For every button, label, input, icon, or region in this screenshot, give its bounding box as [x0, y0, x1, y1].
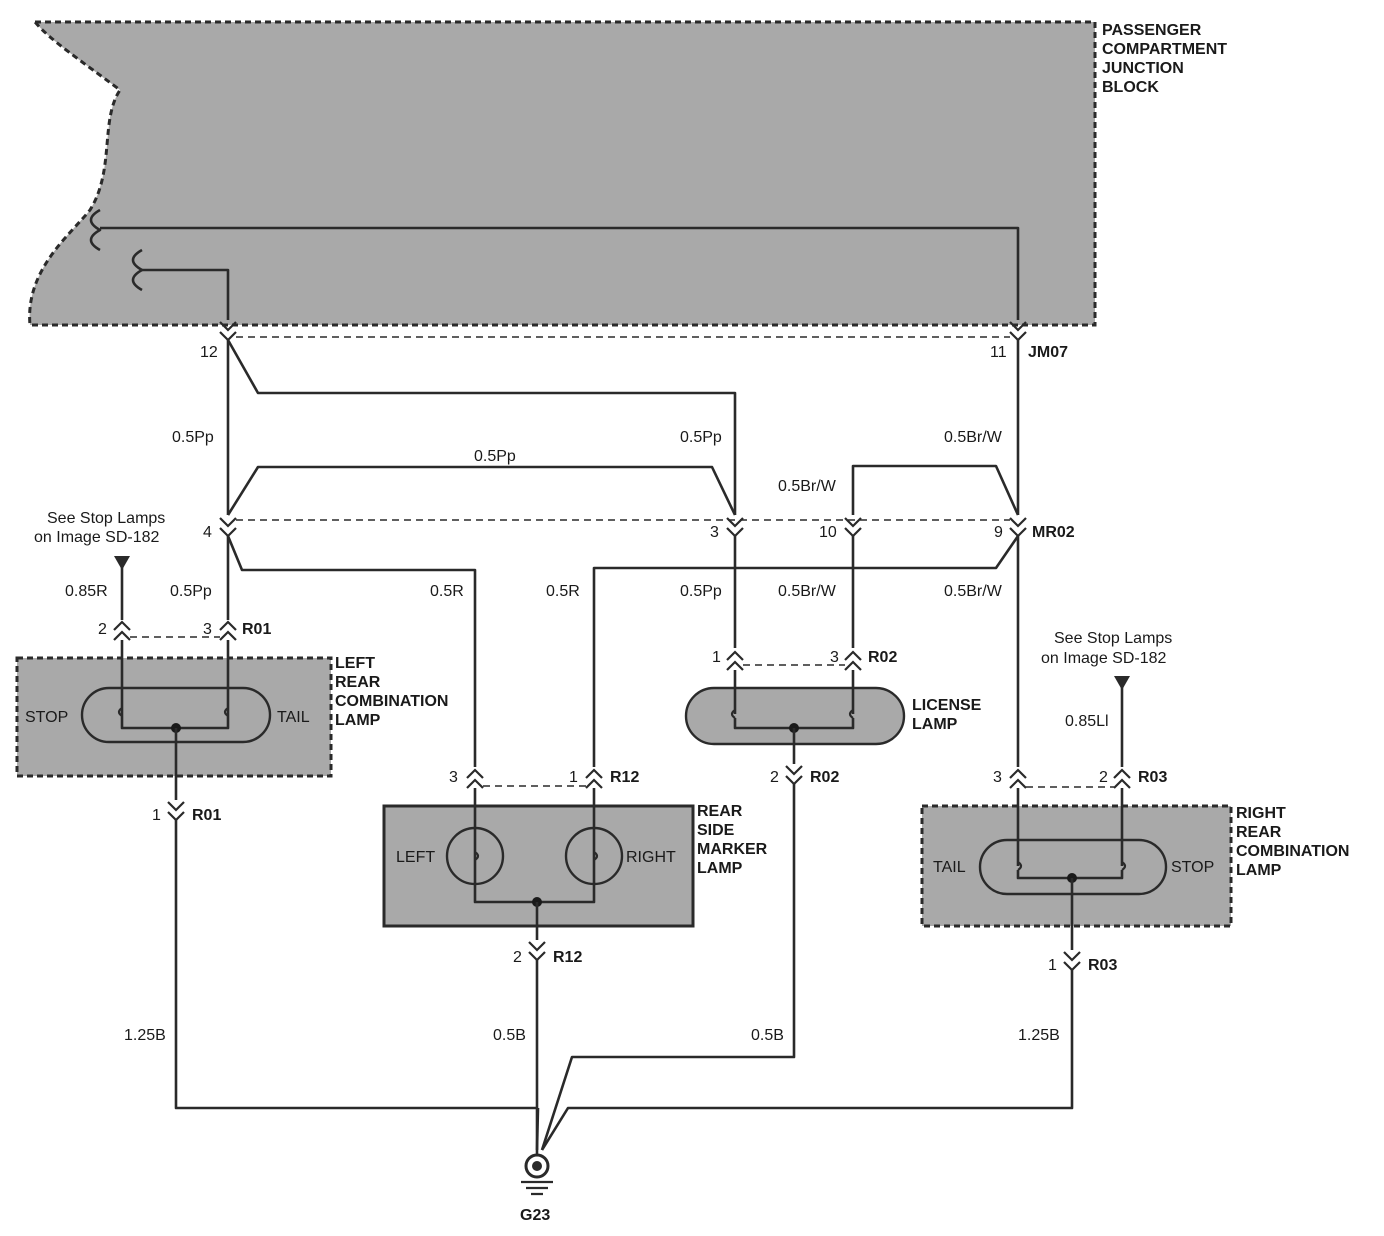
- junction-block-title-4: BLOCK: [1102, 79, 1159, 96]
- junction-block-title-2: COMPARTMENT: [1102, 41, 1227, 58]
- wire-label-r-b: 0.5R: [546, 583, 580, 600]
- mr02-connector: 4 3 10 9 MR02: [203, 517, 1075, 541]
- license-lamp: 1 3 R02 LICENSE LAMP 2 R02 0.5B: [540, 649, 982, 1151]
- mr02-pin-3: 3: [710, 524, 719, 541]
- ground-g23: G23: [520, 1107, 553, 1224]
- left-stop-note-1: See Stop Lamps: [47, 510, 165, 527]
- r02-label-bottom: R02: [810, 769, 839, 786]
- left-lamp-name-2: REAR: [335, 674, 381, 691]
- lower-wires: 0.5Pp 0.5R 0.5R 0.5Pp 0.5Br/W 0.5Br/W: [170, 535, 1020, 767]
- jm07-pin-11: 11: [990, 344, 1007, 361]
- wire-label-li85: 0.85Ll: [1065, 713, 1109, 730]
- r12-pin-1: 1: [569, 769, 578, 786]
- wire-label-brw-b: 0.5Br/W: [778, 478, 837, 495]
- upper-wires: 0.5Pp 0.5Pp 0.5Pp 0.5Br/W 0.5Br/W: [172, 339, 1020, 516]
- wire-label-b05-b: 0.5B: [751, 1027, 784, 1044]
- rear-side-marker-lamp: 3 1 R12 LEFT RIGHT REAR SIDE MARKER LAMP…: [382, 768, 768, 1155]
- left-lamp-name-1: LEFT: [335, 655, 375, 672]
- jm07-pin-12: 12: [200, 344, 218, 361]
- mr02-label: MR02: [1032, 524, 1075, 541]
- right-stop-note-2: on Image SD-182: [1041, 650, 1167, 667]
- r03-label-bottom: R03: [1088, 957, 1117, 974]
- left-tail-label: TAIL: [277, 709, 310, 726]
- mr02-pin-4: 4: [203, 524, 212, 541]
- wire-label-pp-b: 0.5Pp: [680, 429, 722, 446]
- r03-label-top: R03: [1138, 769, 1167, 786]
- marker-lamp-name-1: REAR: [697, 803, 743, 820]
- jm07-label: JM07: [1028, 344, 1068, 361]
- r02-pin-1: 1: [712, 649, 721, 666]
- right-lamp-name-2: REAR: [1236, 824, 1282, 841]
- marker-left-label: LEFT: [396, 849, 435, 866]
- r01-pin-1: 1: [152, 807, 161, 824]
- mr02-pin-10: 10: [819, 524, 837, 541]
- license-lamp-name-2: LAMP: [912, 716, 958, 733]
- left-stop-arrow: [114, 556, 130, 570]
- right-lamp-name-4: LAMP: [1236, 862, 1282, 879]
- wire-label-r85: 0.85R: [65, 583, 108, 600]
- right-rear-combination-lamp: See Stop Lamps on Image SD-182 0.85Ll 3 …: [540, 630, 1349, 1151]
- wire-label-pp-d: 0.5Pp: [170, 583, 212, 600]
- wire-label-brw-d: 0.5Br/W: [944, 583, 1003, 600]
- marker-lamp-name-3: MARKER: [697, 841, 768, 858]
- r03-pin-3: 3: [993, 769, 1002, 786]
- mr02-pin-9: 9: [994, 524, 1003, 541]
- wire-label-pp-c: 0.5Pp: [474, 448, 516, 465]
- marker-lamp-name-4: LAMP: [697, 860, 743, 877]
- right-tail-label: TAIL: [933, 859, 966, 876]
- jm07-connector: 12 11 JM07: [200, 321, 1068, 361]
- r02-pin-2: 2: [770, 769, 779, 786]
- junction-block-title-1: PASSENGER: [1102, 22, 1202, 39]
- right-lamp-name-1: RIGHT: [1236, 805, 1286, 822]
- wire-label-brw-c: 0.5Br/W: [778, 583, 837, 600]
- right-stop-note-1: See Stop Lamps: [1054, 630, 1172, 647]
- r01-label-top: R01: [242, 621, 271, 638]
- r12-pin-3: 3: [449, 769, 458, 786]
- marker-right-label: RIGHT: [626, 849, 676, 866]
- wire-label-brw-a: 0.5Br/W: [944, 429, 1003, 446]
- wire-label-pp-e: 0.5Pp: [680, 583, 722, 600]
- wire-label-b125-right: 1.25B: [1018, 1027, 1060, 1044]
- right-stop-arrow: [1114, 676, 1130, 690]
- junction-block: PASSENGER COMPARTMENT JUNCTION BLOCK: [28, 20, 1227, 327]
- wire-label-b125-left: 1.25B: [124, 1027, 166, 1044]
- wire-label-pp-a: 0.5Pp: [172, 429, 214, 446]
- r02-label-top: R02: [868, 649, 897, 666]
- r02-pin-3: 3: [830, 649, 839, 666]
- right-stop-label: STOP: [1171, 859, 1214, 876]
- r01-label-bottom: R01: [192, 807, 221, 824]
- marker-lamp-name-2: SIDE: [697, 822, 735, 839]
- r12-label-top: R12: [610, 769, 639, 786]
- r01-pin-2: 2: [98, 621, 107, 638]
- r03-pin-1: 1: [1048, 957, 1057, 974]
- wire-label-r-a: 0.5R: [430, 583, 464, 600]
- left-rear-combination-lamp: See Stop Lamps on Image SD-182 0.85R 2 3…: [15, 510, 538, 1110]
- junction-block-title-3: JUNCTION: [1102, 60, 1184, 77]
- left-lamp-name-3: COMBINATION: [335, 693, 448, 710]
- left-stop-label: STOP: [25, 709, 68, 726]
- r01-pin-3: 3: [203, 621, 212, 638]
- ground-label: G23: [520, 1207, 550, 1224]
- wire-label-b05-a: 0.5B: [493, 1027, 526, 1044]
- right-lamp-name-3: COMBINATION: [1236, 843, 1349, 860]
- r03-pin-2: 2: [1099, 769, 1108, 786]
- r12-label-bottom: R12: [553, 949, 582, 966]
- r12-pin-2: 2: [513, 949, 522, 966]
- left-lamp-name-4: LAMP: [335, 712, 381, 729]
- left-stop-note-2: on Image SD-182: [34, 529, 160, 546]
- license-lamp-name-1: LICENSE: [912, 697, 982, 714]
